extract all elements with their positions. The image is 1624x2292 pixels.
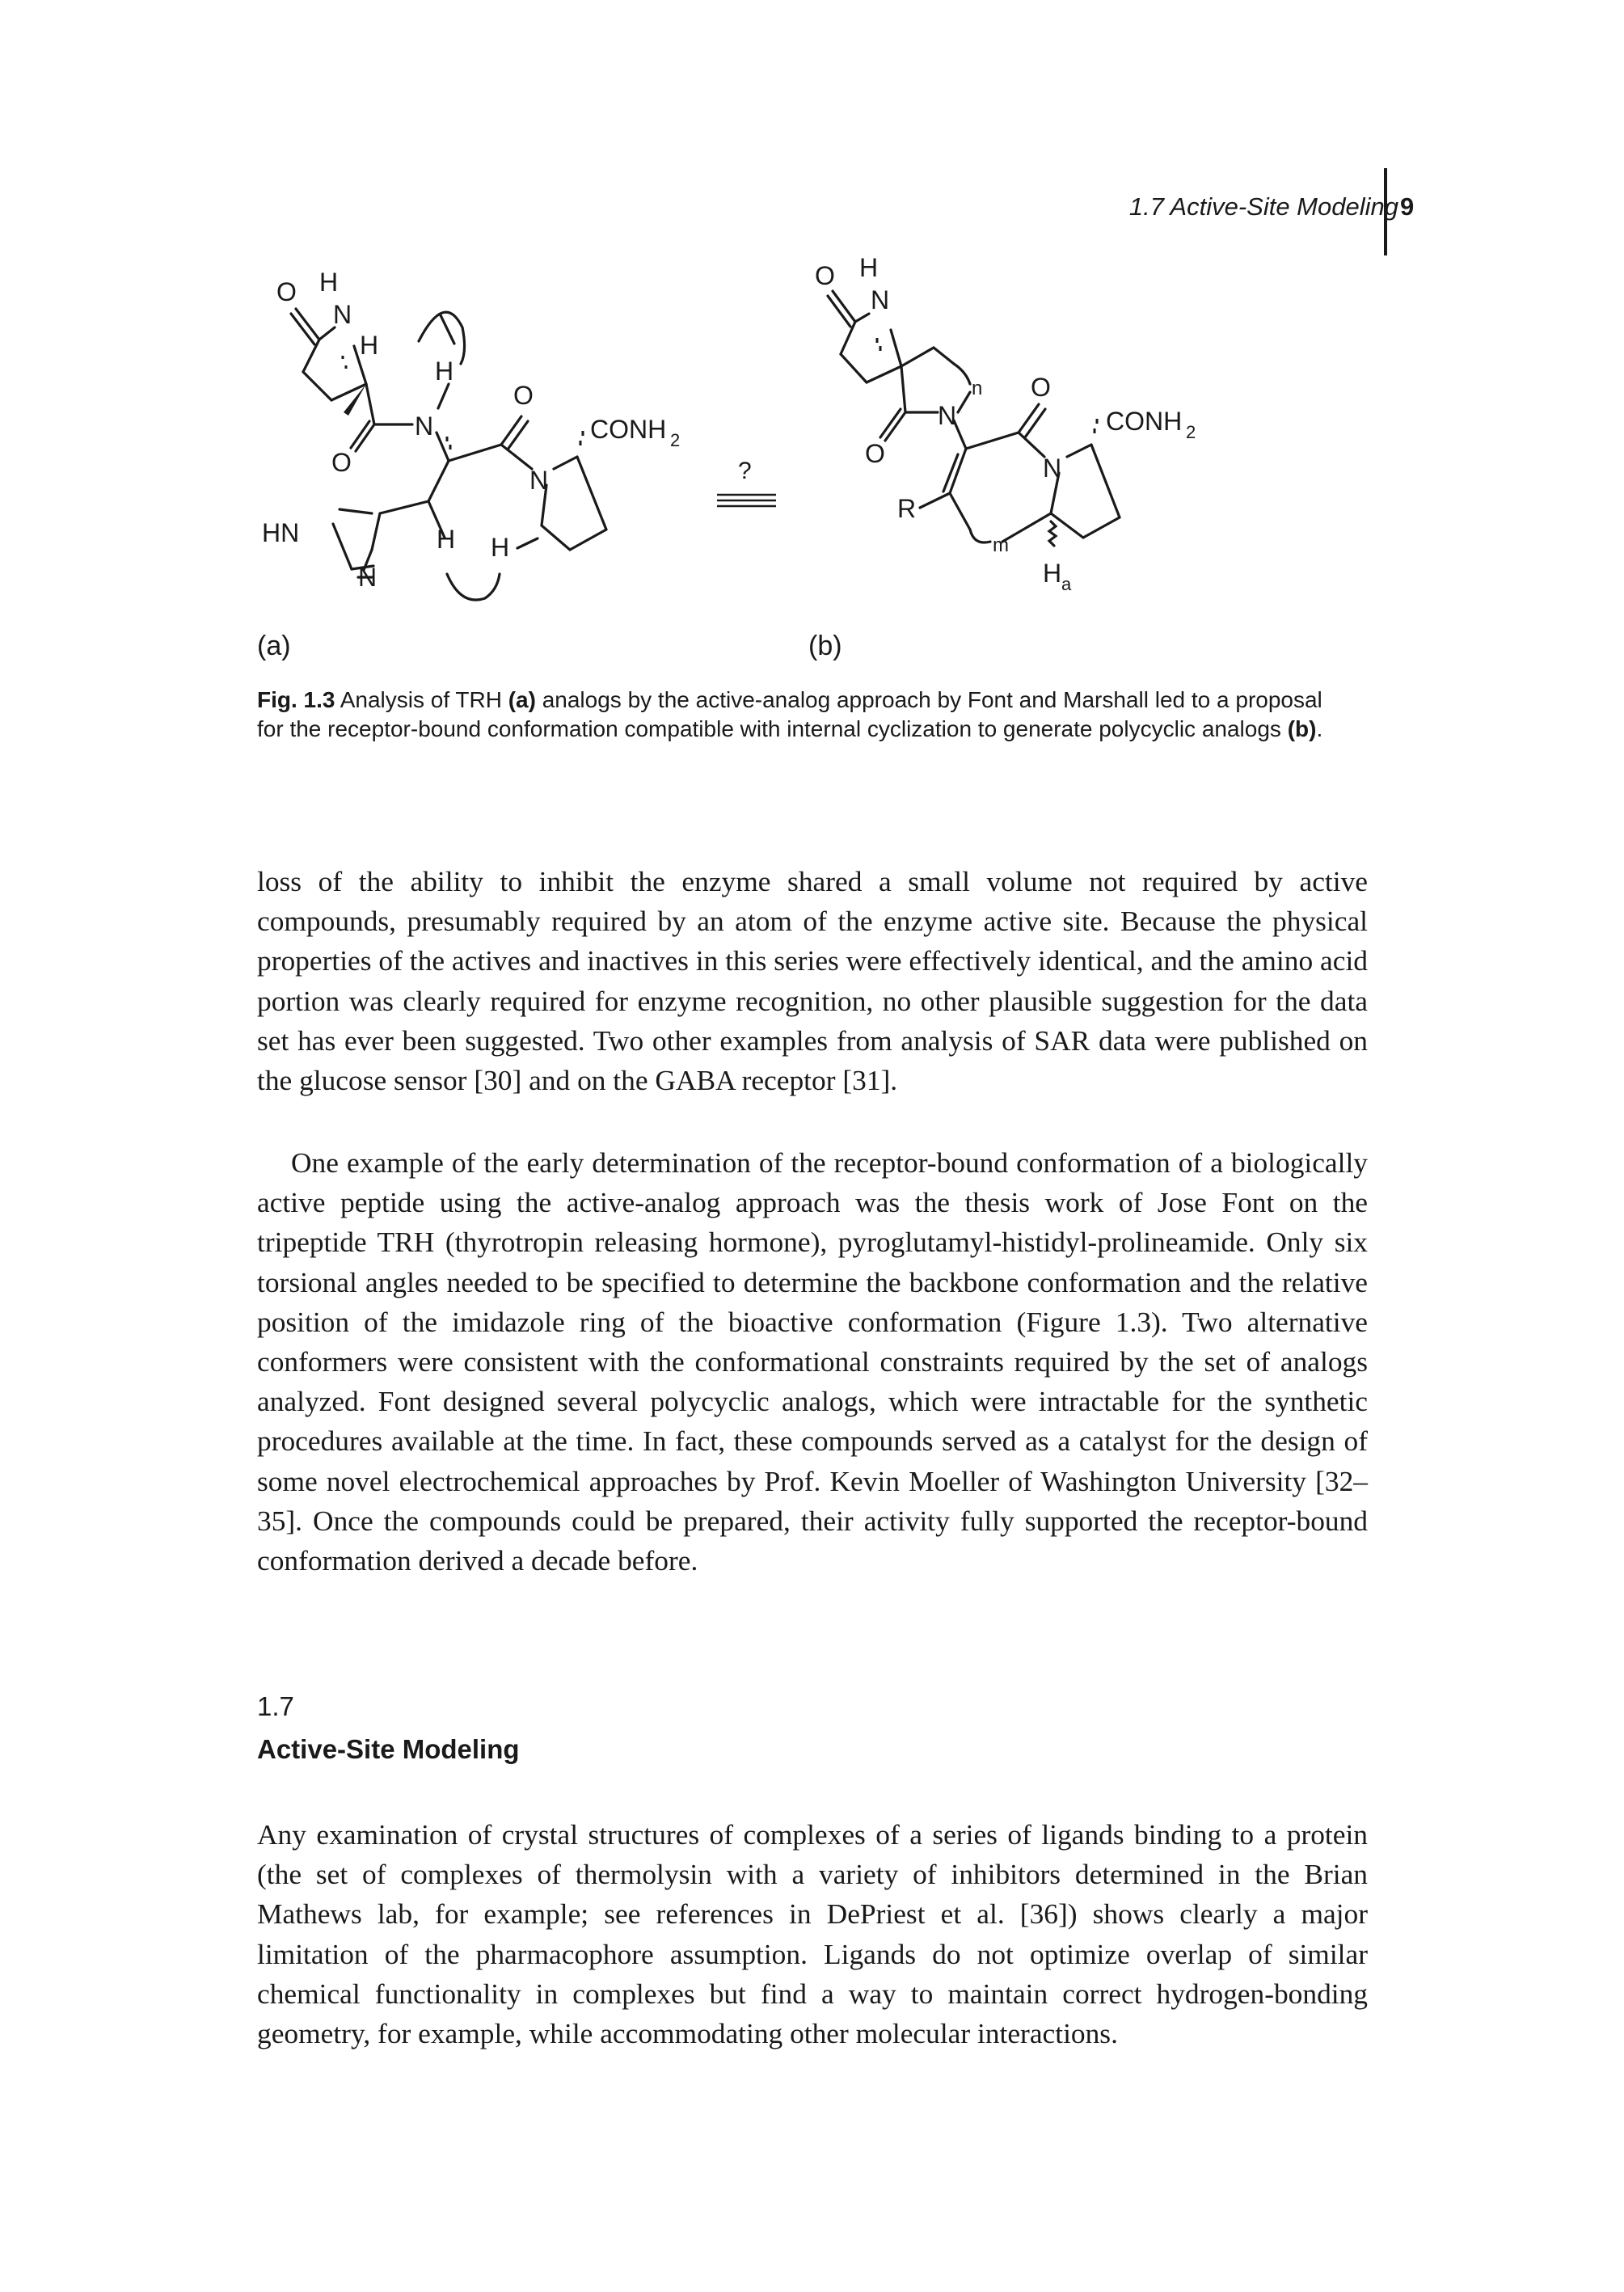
page-number: 9 [1400, 192, 1415, 221]
svg-text:R: R [897, 494, 916, 523]
wedge-bond-a [344, 384, 366, 416]
hashed-bonds-b [875, 338, 1099, 433]
svg-text:O: O [1031, 373, 1051, 402]
svg-text:H: H [859, 253, 878, 282]
svg-text:H: H [491, 533, 509, 562]
section-title: Active-Site Modeling [257, 1734, 520, 1764]
body-paragraph-3: Any examination of crystal structures of… [257, 1818, 1368, 2050]
svg-text:H: H [435, 357, 453, 386]
structure-a [289, 307, 608, 601]
svg-text:N: N [871, 285, 889, 314]
svg-text:2: 2 [1186, 422, 1196, 442]
caption-fig-label: Fig. 1.3 [257, 687, 335, 712]
svg-text:N: N [529, 466, 548, 495]
caption-text: analogs by the active-analog approach by… [257, 687, 1322, 741]
svg-text:m: m [993, 534, 1009, 556]
svg-text:N: N [358, 563, 377, 592]
svg-text:N: N [1043, 454, 1061, 483]
body-paragraph-1: loss of the ability to inhibit the enzym… [257, 865, 1368, 1097]
section-number: 1.7 [257, 1691, 294, 1721]
label-b: (b) [808, 631, 842, 661]
svg-text:CONH: CONH [1106, 407, 1182, 436]
equivalence-symbol [717, 493, 776, 508]
caption-ref-a: (a) [508, 687, 536, 712]
svg-text:CONH: CONH [590, 415, 666, 444]
svg-text:H: H [360, 331, 378, 360]
svg-text:N: N [333, 300, 352, 329]
svg-text:H: H [1043, 559, 1061, 588]
svg-text:a: a [1061, 574, 1072, 594]
structure-b [826, 289, 1121, 547]
svg-text:2: 2 [670, 430, 680, 450]
question-mark: ? [738, 458, 752, 484]
caption-text: Analysis of TRH [335, 687, 508, 712]
svg-text:O: O [276, 277, 297, 306]
running-header: 1.7 Active-Site Modeling [1128, 192, 1398, 221]
svg-text:O: O [513, 381, 534, 410]
body-paragraph-2: One example of the early determination o… [257, 1146, 1368, 1577]
svg-text:H: H [437, 525, 455, 554]
svg-text:HN: HN [262, 518, 299, 547]
caption-ref-b: (b) [1287, 716, 1317, 741]
figure-1-3: O H N H H N O O N CONH 2 HN N H H ? [243, 251, 1310, 671]
svg-text:n: n [972, 378, 982, 399]
header-divider [1384, 168, 1387, 255]
atom-labels-a: O H N H H N O O N CONH 2 HN N H H [262, 268, 680, 592]
hashed-bonds-a [341, 356, 584, 450]
figure-caption: Fig. 1.3 Analysis of TRH (a) analogs by … [257, 686, 1348, 744]
caption-text: . [1316, 716, 1323, 741]
atom-labels-b: O H N n N O O N CONH 2 R m H a [815, 253, 1196, 594]
svg-text:O: O [331, 448, 352, 477]
trh-structures-diagram: O H N H H N O O N CONH 2 HN N H H ? [262, 253, 1196, 601]
svg-text:N: N [415, 412, 433, 441]
svg-text:O: O [815, 261, 835, 290]
svg-text:N: N [938, 401, 956, 430]
svg-text:H: H [319, 268, 338, 297]
label-a: (a) [257, 631, 291, 661]
svg-text:O: O [865, 439, 885, 468]
